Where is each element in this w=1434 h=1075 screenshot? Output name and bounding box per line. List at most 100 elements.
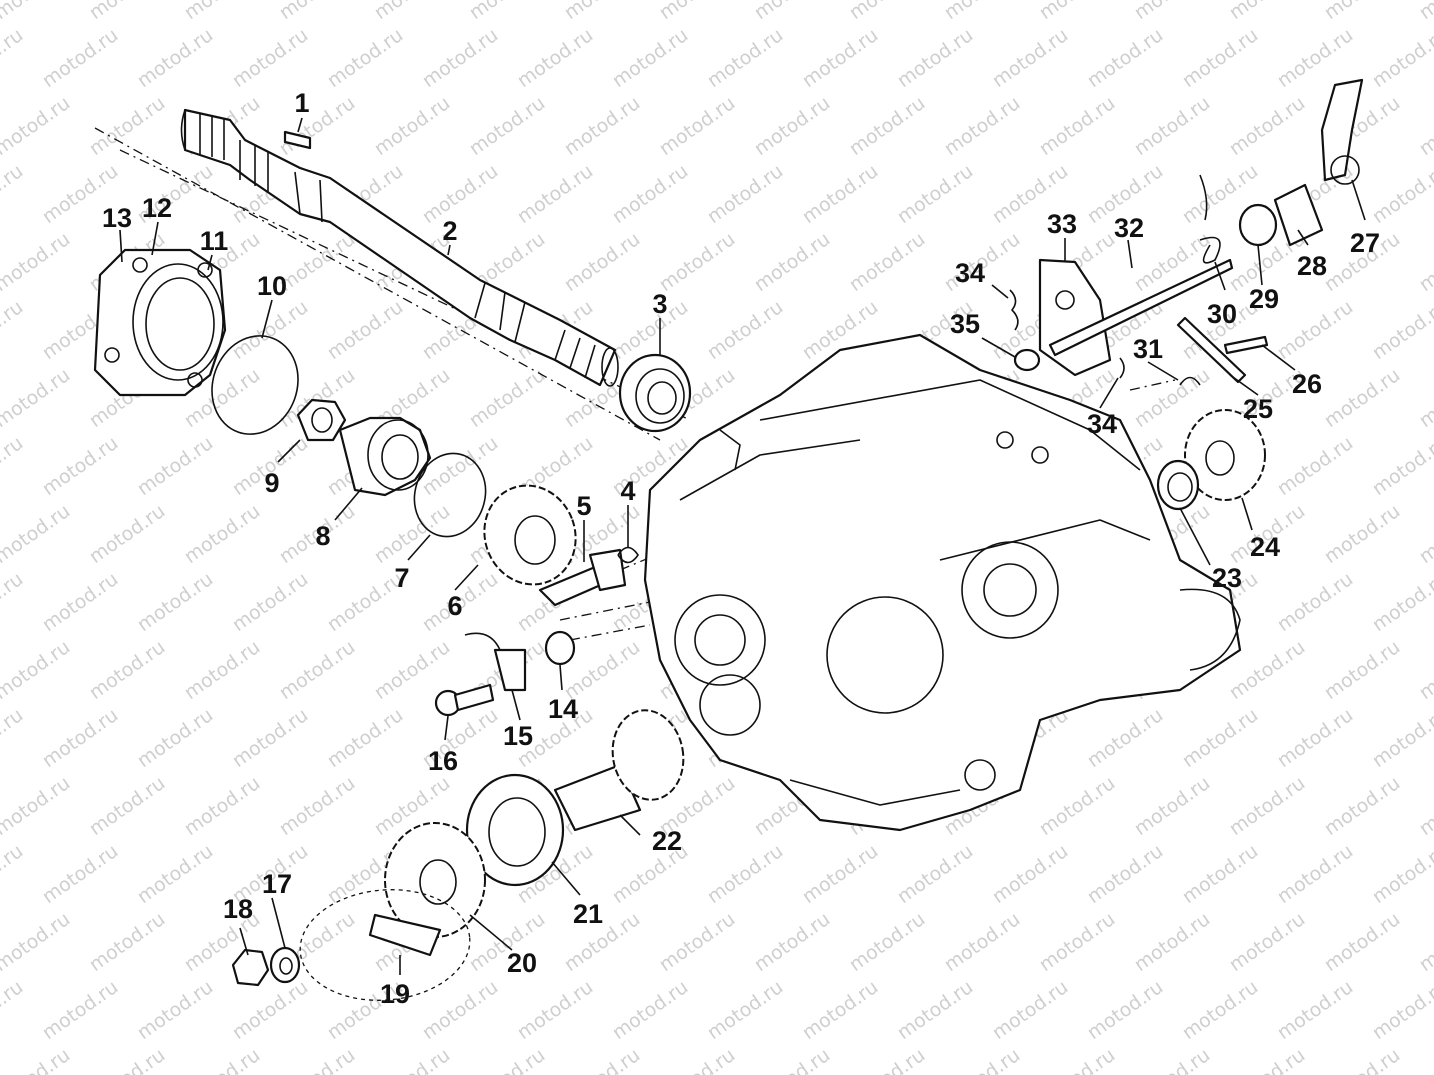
watermark-text: motod.ru (1035, 772, 1119, 840)
watermark-text: motod.ru (893, 160, 977, 228)
watermark-text: motod.ru (370, 92, 454, 160)
watermark-text: motod.ru (1225, 908, 1309, 976)
watermark-text: motod.ru (1368, 432, 1434, 500)
callout-18: 18 (223, 894, 253, 924)
watermark-text: motod.ru (1273, 840, 1357, 908)
watermark-text: motod.ru (608, 24, 692, 92)
watermark-text: motod.ru (1415, 1044, 1434, 1075)
watermark-text: motod.ru (465, 92, 549, 160)
watermark-text: motod.ru (845, 228, 929, 296)
callout-25: 25 (1243, 394, 1273, 424)
watermark-text: motod.ru (418, 24, 502, 92)
watermark-text: motod.ru (798, 840, 882, 908)
shift-mechanism (1009, 78, 1364, 511)
watermark-text: motod.ru (845, 1044, 929, 1075)
watermark-text: motod.ru (465, 364, 549, 432)
spring-4 (617, 546, 639, 564)
watermark-text: motod.ru (133, 704, 217, 772)
watermark-text: motod.ru (1083, 840, 1167, 908)
watermark-text: motod.ru (275, 92, 359, 160)
watermark-text: motod.ru (1035, 1044, 1119, 1075)
watermark-text: motod.ru (560, 92, 644, 160)
callout-28: 28 (1297, 251, 1327, 281)
watermark-text: motod.ru (1225, 772, 1309, 840)
watermark-text: motod.ru (1368, 976, 1434, 1044)
watermark-text: motod.ru (1273, 432, 1357, 500)
bearing-3 (618, 353, 692, 433)
watermark-text: motod.ru (418, 976, 502, 1044)
watermark-text: motod.ru (323, 704, 407, 772)
watermark-text: motod.ru (750, 228, 834, 296)
callout-21: 21 (573, 899, 603, 929)
watermark-text: motod.ru (0, 296, 27, 364)
watermark-text: motod.ru (38, 432, 122, 500)
watermark-text: motod.ru (845, 0, 929, 24)
callout-34-lower: 34 (1087, 409, 1117, 439)
watermark-text: motod.ru (560, 0, 644, 24)
callout-9: 9 (264, 468, 279, 498)
watermark-text: motod.ru (275, 228, 359, 296)
watermark-text: motod.ru (893, 840, 977, 908)
callout-19: 19 (380, 979, 410, 1009)
watermark-text: motod.ru (655, 92, 739, 160)
callout-10: 10 (257, 271, 287, 301)
watermark-text: motod.ru (1415, 772, 1434, 840)
watermark-text: motod.ru (275, 1044, 359, 1075)
watermark-text: motod.ru (703, 296, 787, 364)
watermark-text: motod.ru (750, 908, 834, 976)
watermark-text: motod.ru (1320, 500, 1404, 568)
watermark-text: motod.ru (323, 296, 407, 364)
watermark-text: motod.ru (655, 0, 739, 24)
watermark-text: motod.ru (1178, 976, 1262, 1044)
watermark-text: motod.ru (418, 160, 502, 228)
watermark-text: motod.ru (703, 976, 787, 1044)
callout-30: 30 (1207, 299, 1237, 329)
watermark-text: motod.ru (1320, 636, 1404, 704)
watermark-text: motod.ru (560, 228, 644, 296)
watermark-text: motod.ru (1130, 772, 1214, 840)
watermark-text: motod.ru (513, 160, 597, 228)
watermark-text: motod.ru (1320, 0, 1404, 24)
watermark-text: motod.ru (655, 908, 739, 976)
watermark-text: motod.ru (0, 0, 74, 24)
watermark-text: motod.ru (940, 0, 1024, 24)
watermark-text: motod.ru (1130, 1044, 1214, 1075)
watermark-text: motod.ru (370, 0, 454, 24)
watermark-text: motod.ru (465, 1044, 549, 1075)
callout-22: 22 (652, 826, 682, 856)
callout-1: 1 (294, 88, 309, 118)
watermark-text: motod.ru (1368, 160, 1434, 228)
watermark-text: motod.ru (1368, 704, 1434, 772)
watermark-text: motod.ru (0, 908, 74, 976)
watermark-text: motod.ru (1083, 24, 1167, 92)
callout-31: 31 (1133, 334, 1163, 364)
watermark-text: motod.ru (1225, 1044, 1309, 1075)
watermark-text: motod.ru (798, 24, 882, 92)
watermark-text: motod.ru (1368, 296, 1434, 364)
watermark-text: motod.ru (1415, 228, 1434, 296)
watermark-text: motod.ru (275, 772, 359, 840)
shift-shaft-5 (538, 548, 627, 607)
watermark-text: motod.ru (133, 432, 217, 500)
transmission-case (643, 333, 1242, 832)
watermark-text: motod.ru (988, 976, 1072, 1044)
callout-12: 12 (142, 193, 172, 223)
watermark-text: motod.ru (655, 228, 739, 296)
watermark-text: motod.ru (85, 1044, 169, 1075)
watermark-text: motod.ru (798, 160, 882, 228)
callout-23: 23 (1212, 563, 1242, 593)
watermark-text: motod.ru (608, 160, 692, 228)
watermark-text: motod.ru (845, 92, 929, 160)
washer-17 (269, 946, 301, 984)
shaft-key (283, 130, 312, 150)
watermark-text: motod.ru (0, 1044, 74, 1075)
watermark-text: motod.ru (1178, 704, 1262, 772)
callout-20: 20 (507, 948, 537, 978)
watermark-text: motod.ru (1083, 704, 1167, 772)
callout-8: 8 (315, 521, 330, 551)
watermark-text: motod.ru (228, 704, 312, 772)
bevel-gear-6 (483, 484, 577, 586)
watermark-text: motod.ru (38, 568, 122, 636)
callout-labels: 1 2 3 4 5 6 7 8 9 10 11 12 13 14 15 16 1… (102, 88, 1380, 1009)
watermark-text: motod.ru (1225, 92, 1309, 160)
